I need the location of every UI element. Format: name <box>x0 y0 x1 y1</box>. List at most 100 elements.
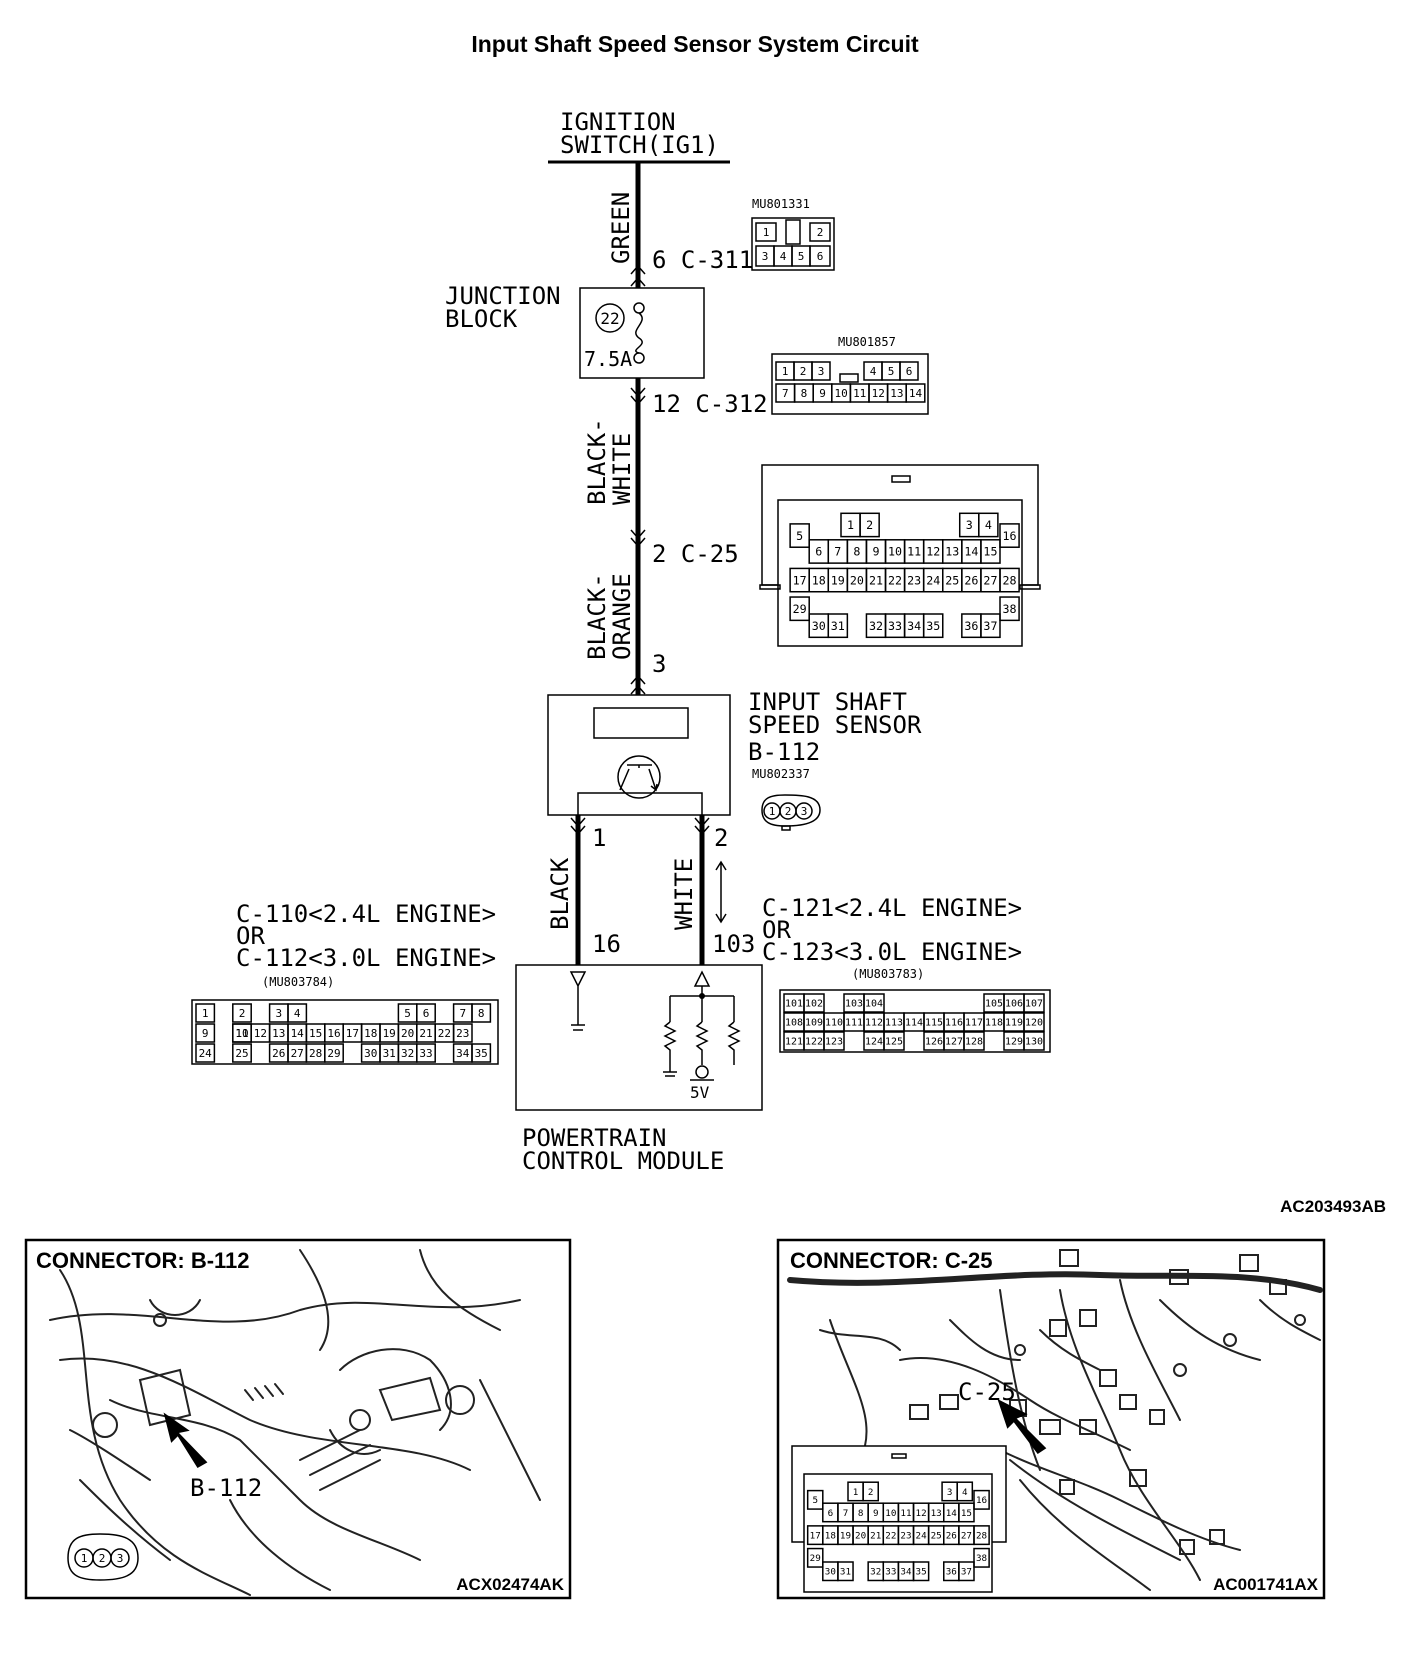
pcm-right-pin: 119 <box>1005 1018 1023 1029</box>
pcm-left-pin-cell <box>195 1023 216 1043</box>
sensor-internal-wiring <box>577 792 703 815</box>
sensor-part-number: MU802337 <box>752 767 810 781</box>
sensor-label-line2: SPEED SENSOR <box>748 711 922 739</box>
pcm-right-pin: 122 <box>805 1037 823 1048</box>
pointer-arrow-c25 <box>997 1399 1047 1455</box>
pcm-left-pin: 3 <box>275 1007 282 1020</box>
c25-pin-cell <box>922 613 944 639</box>
c25-pin-cell <box>973 1489 990 1510</box>
photo-left-connector-pin: 3 <box>117 1552 124 1565</box>
c25-pin: 31 <box>840 1567 851 1578</box>
c25-pin: 18 <box>812 573 826 587</box>
sensor-label-line1: INPUT SHAFT <box>748 688 907 716</box>
pcm-left-pin-cell <box>232 1043 252 1063</box>
c25-pin: 33 <box>888 619 902 633</box>
pcm-left-connector-line2: OR <box>236 922 265 950</box>
pcm-left-pin-cell <box>471 1043 492 1063</box>
pcm-left-pin-cell <box>416 1003 436 1023</box>
sensor-pin2-label: 2 <box>714 824 728 852</box>
c25-pin: 30 <box>825 1567 836 1578</box>
diagram-title: Input Shaft Speed Sensor System Circuit <box>471 31 919 57</box>
pointer-arrow-b112 <box>163 1412 208 1469</box>
pcm-left-pin-cell <box>232 1003 252 1023</box>
pcm-left-pin-cell <box>471 1003 492 1023</box>
c25-pin: 7 <box>843 1508 849 1519</box>
c312-pin: 2 <box>800 365 807 378</box>
c312-pin-cell <box>811 361 831 381</box>
pcm-left-pin-cell <box>195 1003 216 1023</box>
c25-pin: 29 <box>810 1553 821 1564</box>
c312-pin: 8 <box>801 387 808 400</box>
c25-pin: 19 <box>840 1530 851 1541</box>
c25-pin: 25 <box>945 573 959 587</box>
pcm-left-pin: 20 <box>401 1027 414 1040</box>
pcm-left-pin: 32 <box>401 1047 414 1060</box>
c25-pin: 38 <box>1003 602 1017 616</box>
pcm-right-pin: 127 <box>945 1037 963 1048</box>
pcm-right-pin: 103 <box>845 999 863 1010</box>
c25-pin: 1 <box>847 518 854 532</box>
c25-pin: 38 <box>976 1553 987 1564</box>
c25-pin-cell <box>973 1547 990 1568</box>
c25-pin: 4 <box>985 518 992 532</box>
c25-pin-cell <box>789 523 810 548</box>
pcm-left-pin-cell <box>324 1043 344 1063</box>
photo-left-connector-face <box>67 1533 139 1581</box>
pcm-right-pin: 123 <box>825 1037 843 1048</box>
pcm-left-pin: 22 <box>438 1027 451 1040</box>
ignition-switch-label-line1: IGNITION <box>560 108 676 136</box>
c25-pin: 30 <box>812 619 826 633</box>
c25-pin-cell <box>980 613 1001 639</box>
pcm-right-connector-line3: C-123<3.0L ENGINE> <box>762 938 1022 966</box>
c25-pin-cell <box>827 613 849 639</box>
pcm-ground-input <box>569 971 587 1031</box>
c312-pin: 11 <box>853 387 866 400</box>
pcm-left-pin: 6 <box>423 1007 430 1020</box>
photo-right-pointer-label: C-25 <box>958 1378 1016 1406</box>
sensor-transistor-symbol <box>619 764 658 792</box>
c25-pin: 23 <box>900 1530 911 1541</box>
c25-pin-cell <box>980 539 1001 564</box>
pcm-right-pin: 126 <box>925 1037 943 1048</box>
pcm-right-pin-cell <box>823 1031 845 1051</box>
c25-pin-cell <box>999 523 1020 548</box>
c25-pin: 13 <box>931 1508 942 1519</box>
pcm-right-pin: 104 <box>865 999 883 1010</box>
c311-key <box>785 219 801 245</box>
wire-label-black-white-2: WHITE <box>608 433 636 505</box>
c25-pin: 3 <box>966 518 973 532</box>
c25-pin: 19 <box>831 573 845 587</box>
c25-pin: 21 <box>869 573 883 587</box>
pcm-right-pin: 121 <box>785 1037 803 1048</box>
c25-pin-cell <box>859 512 880 538</box>
engine-sketch-left <box>49 1249 541 1596</box>
pcm-left-pin: 24 <box>199 1047 213 1060</box>
c25-pin: 5 <box>796 529 803 543</box>
c25-pin: 29 <box>793 602 807 616</box>
pcm-right-pin: 107 <box>1025 999 1043 1010</box>
c25-pin: 17 <box>793 573 807 587</box>
pcm-left-pin: 16 <box>327 1027 340 1040</box>
c25-pin: 1 <box>853 1487 859 1498</box>
c25-pin: 34 <box>907 619 921 633</box>
photo-right-code: AC001741AX <box>1213 1575 1319 1594</box>
pcm-left-pin: 9 <box>202 1027 209 1040</box>
c25-pin: 24 <box>926 573 940 587</box>
c25-pin: 18 <box>825 1530 836 1541</box>
c25-pin: 32 <box>869 619 883 633</box>
pcm-left-connector-line3: C-112<3.0L ENGINE> <box>236 944 496 972</box>
c25-pin: 13 <box>945 545 959 559</box>
wire-label-black: BLACK <box>546 857 574 930</box>
sensor-connector-pin: 3 <box>801 805 808 818</box>
c25-pin: 26 <box>946 1530 957 1541</box>
c25-pin: 6 <box>815 545 822 559</box>
pcm-pin16-label: 16 <box>592 930 621 958</box>
pcm-left-pin: 1 <box>202 1007 209 1020</box>
sensor-wire-connector-marks <box>570 817 710 836</box>
c311-pin: 5 <box>798 250 805 263</box>
c25-pin: 12 <box>916 1508 927 1519</box>
pcm-left-pin: 8 <box>478 1007 485 1020</box>
c25-pin: 20 <box>850 573 864 587</box>
c25-pin: 9 <box>872 545 879 559</box>
